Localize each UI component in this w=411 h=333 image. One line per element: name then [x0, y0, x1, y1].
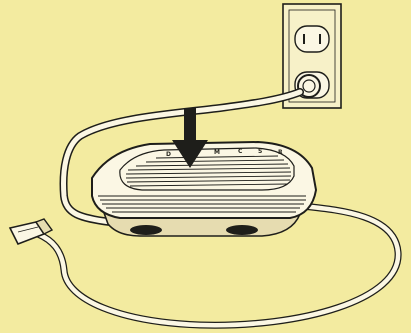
- device-letter: M: [214, 149, 220, 156]
- foot-pedal-icon: D M C S R: [92, 142, 316, 236]
- outlet-socket-top: [295, 26, 329, 52]
- device-letter: C: [238, 148, 243, 155]
- device-letter: S: [258, 148, 262, 155]
- device-letter: D: [166, 151, 171, 158]
- device-letter: R: [278, 149, 283, 156]
